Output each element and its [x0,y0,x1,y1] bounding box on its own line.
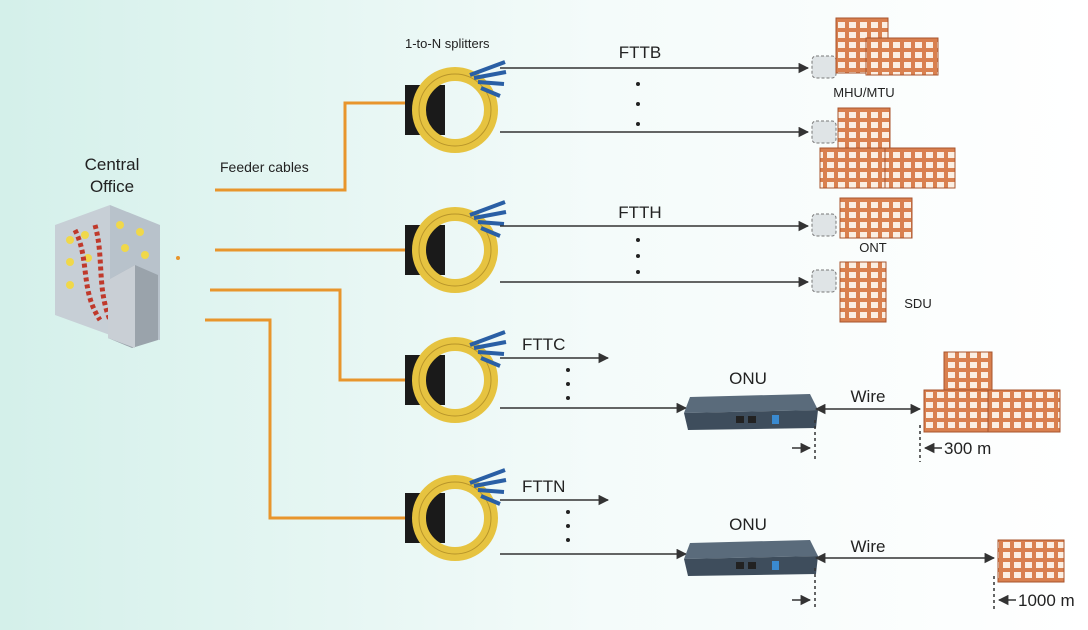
central-office-icon [55,205,160,348]
fttn-distance-label: 1000 m [1018,591,1075,610]
fttc-dots [566,368,570,400]
ont-box-4 [811,269,837,293]
splitters-label: 1-to-N splitters [405,36,490,51]
fttn-dots [566,510,570,542]
ont-box-2 [811,120,837,144]
splitter-icon-3 [405,330,507,423]
fttc-distance-label: 300 m [944,439,991,458]
mdu-building-icon-1 [835,17,939,76]
feeder-cables [205,101,415,520]
fttn-label: FTTN [522,477,565,496]
house-icon-1 [839,197,913,239]
central-office-label-line2: Office [90,177,134,196]
splitter-icon-4 [405,468,507,561]
feeder-cables-label: Feeder cables [220,159,309,175]
fttn-onu-label: ONU [729,515,767,534]
fttc-wire-label: Wire [851,387,886,406]
fttc-onu-label: ONU [729,369,767,388]
central-office-label-line1: Central [85,155,140,174]
ftth-dots [636,238,640,274]
splitter-icon-2 [405,200,507,293]
house-icon-2 [839,261,887,323]
house-icon-3 [997,539,1065,583]
mdu-building-icon-2 [819,107,956,189]
ont-box-3 [811,213,837,237]
sdu-label: SDU [904,296,931,311]
feeder-dot [176,256,180,260]
onu-device-icon-2 [684,540,818,576]
fttb-label: FTTB [619,43,662,62]
fttc-label: FTTC [522,335,565,354]
onu-device-icon-1 [684,394,818,430]
splitter-icon-1 [405,60,507,153]
ftth-label: FTTH [618,203,661,222]
fttb-dots [636,82,640,126]
ont-box-1 [811,55,837,79]
mdu-building-icon-3 [923,351,1061,433]
fttn-wire-label: Wire [851,537,886,556]
mhu-mtu-label: MHU/MTU [833,85,894,100]
ont-label: ONT [859,240,887,255]
